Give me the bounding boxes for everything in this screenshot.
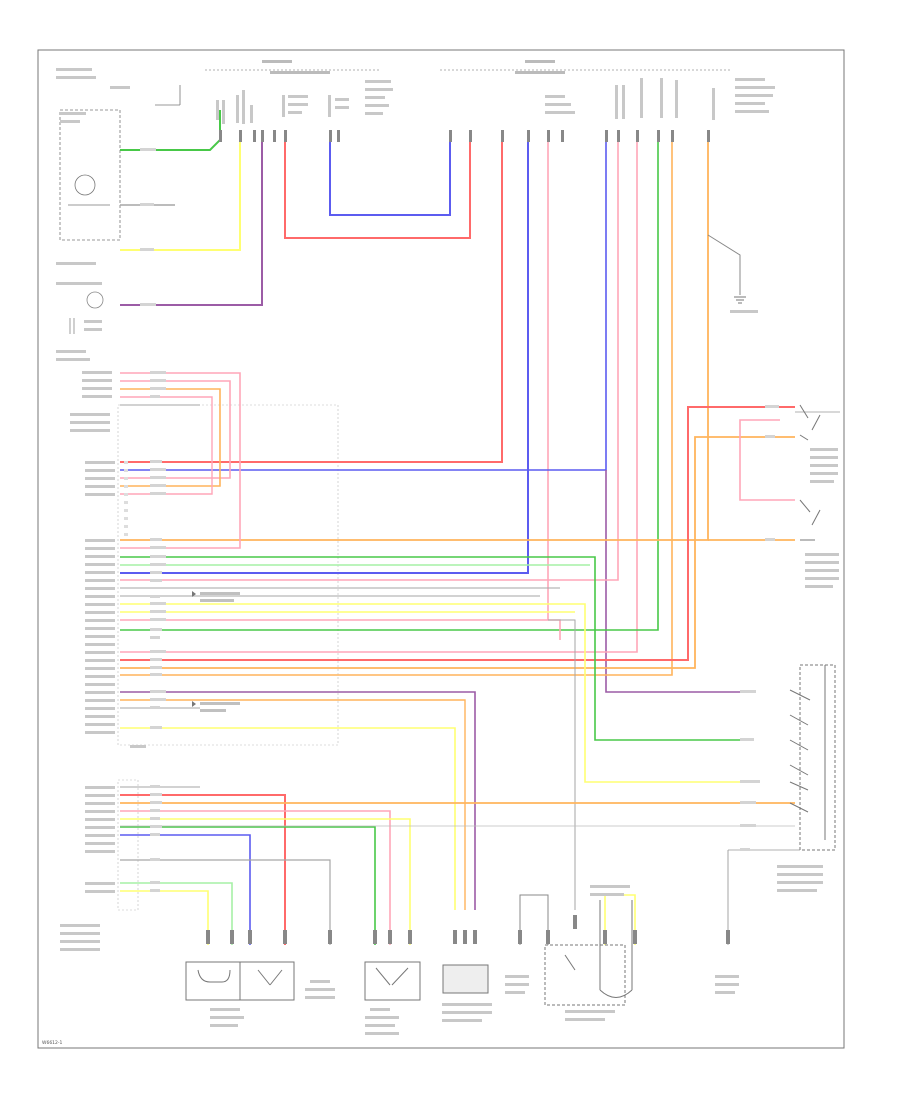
- wire-green-3: [120, 556, 745, 741]
- right-switch-labels: [777, 448, 839, 892]
- wire-yellow-lower-motor: [604, 894, 636, 945]
- fuse-box-header-bars: [262, 60, 565, 74]
- wire-purple-2: [605, 470, 745, 693]
- wire-yellow-bottom-2: [120, 890, 209, 945]
- latch-switch-bottom: [544, 900, 633, 1006]
- pinch-sensor: [442, 964, 489, 994]
- left-pin-labels: [60, 371, 146, 951]
- wire-red-bottom: [120, 794, 286, 945]
- ground-symbol-top-right: [734, 296, 746, 304]
- wire-orange-2: [120, 140, 673, 676]
- wire-gray-ground-lower: [519, 894, 549, 945]
- wire-green-1: [120, 110, 221, 151]
- top-left-text-bars: [56, 68, 130, 361]
- wire-yellow-2: [120, 603, 745, 783]
- wire-red-2: [120, 140, 503, 463]
- wire-blue-bottom: [120, 834, 251, 945]
- wire-green-2: [120, 140, 659, 631]
- wire-orange-4: [120, 699, 466, 910]
- liftgate-motor-left: [185, 961, 295, 1001]
- wire-pink-4: [120, 140, 638, 653]
- latch-motor: [364, 961, 421, 1001]
- wire-orange-3: [120, 140, 709, 541]
- liftgate-control-module-lower: [117, 779, 139, 911]
- clock-spring-component: [69, 291, 104, 334]
- wire-pink-left-1: [120, 372, 241, 549]
- wire-pink-3: [120, 140, 619, 581]
- wire-orange-right-1: [120, 436, 795, 669]
- top-label-stacks: [216, 78, 775, 313]
- wire-pink-bottom: [120, 810, 391, 945]
- liftgate-control-module: [117, 404, 339, 746]
- wire-pink-right-1: [739, 419, 795, 501]
- wire-yellow-4: [120, 727, 456, 910]
- wire-green-bottom: [120, 826, 376, 945]
- module-notes: [200, 592, 240, 712]
- wire-red-right-1: [120, 406, 795, 661]
- wire-pink-left-2: [120, 380, 231, 479]
- wire-gray-ground: [707, 234, 741, 295]
- wire-orange-left-1: [120, 388, 221, 487]
- wire-gray-to-latch: [548, 619, 576, 910]
- diagram-border: [37, 49, 845, 1049]
- pin-number-column: [124, 461, 128, 536]
- right-latch-switch-upper: [799, 404, 821, 541]
- top-connector-pins: [219, 130, 710, 142]
- wire-purple-3: [120, 691, 476, 910]
- wire-ltgreen-bottom: [120, 882, 233, 945]
- bottom-component-labels: [210, 885, 739, 1035]
- wire-pink-left-3: [120, 396, 213, 495]
- footer-code: W6612-1: [42, 1040, 63, 1046]
- wire-code-labels: [140, 148, 779, 892]
- wire-red-loop: [284, 140, 471, 239]
- power-window-motor-component: [59, 85, 181, 241]
- right-switch-bank: [789, 664, 836, 851]
- wire-yellow-bottom: [120, 818, 411, 945]
- wire-blue-2: [120, 140, 529, 574]
- wire-gray-bottom: [120, 859, 331, 945]
- wire-purple-1: [120, 140, 263, 306]
- bottom-connector-pins: [206, 915, 730, 944]
- wire-blue-loop: [329, 140, 451, 216]
- module-note-arrows: [192, 591, 196, 707]
- wire-yellow-1: [120, 140, 241, 251]
